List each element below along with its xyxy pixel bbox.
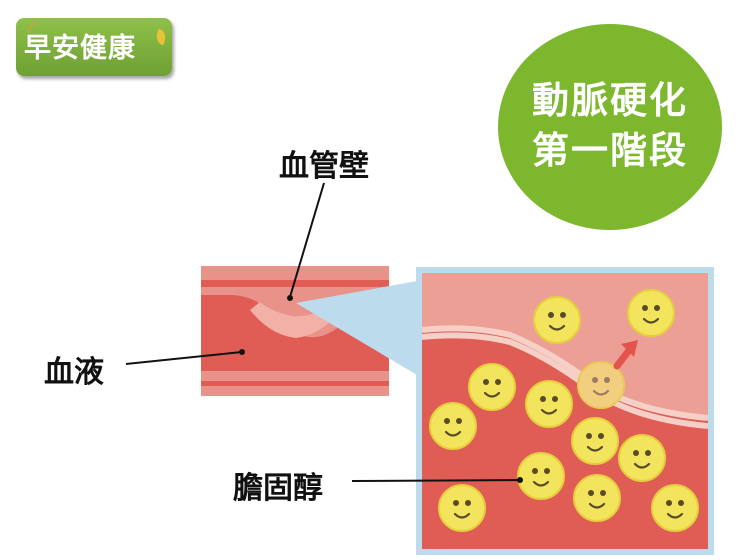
cholesterol-particle — [532, 295, 582, 345]
cholesterol-particle — [617, 433, 667, 483]
cholesterol-particle — [570, 416, 620, 466]
zoom-wedge — [296, 281, 417, 375]
cholesterol-particle — [428, 401, 478, 451]
cholesterol-particle — [516, 451, 566, 501]
cholesterol-particle — [467, 362, 517, 412]
leader-dot — [517, 477, 523, 483]
badge-title-line2: 第一階段 — [532, 129, 688, 172]
leader-line-cholesterol — [351, 479, 521, 482]
badge-title-line1: 動脈硬化 — [532, 79, 688, 122]
arrow-up-right-icon — [613, 340, 638, 370]
stage-badge: 動脈硬化 第一階段 — [498, 24, 722, 230]
cholesterol-particle — [437, 483, 487, 533]
label-cholesterol: 膽固醇 — [233, 471, 323, 506]
cholesterol-particle — [572, 473, 622, 523]
cholesterol-particle — [524, 379, 574, 429]
label-vessel-wall: 血管壁 — [279, 149, 369, 184]
leader-line-vessel-wall — [289, 182, 325, 298]
cholesterol-particle — [650, 483, 700, 533]
sprout-icon — [27, 21, 37, 32]
leader-line-blood — [125, 351, 243, 365]
brand-logo: 早安健康 — [16, 18, 172, 76]
cholesterol-particle — [626, 288, 676, 338]
leader-dot — [287, 295, 293, 301]
logo-text: 早安健康 — [24, 33, 136, 64]
wall-overlay — [578, 362, 624, 408]
label-blood: 血液 — [44, 355, 104, 390]
leader-dot — [239, 349, 245, 355]
